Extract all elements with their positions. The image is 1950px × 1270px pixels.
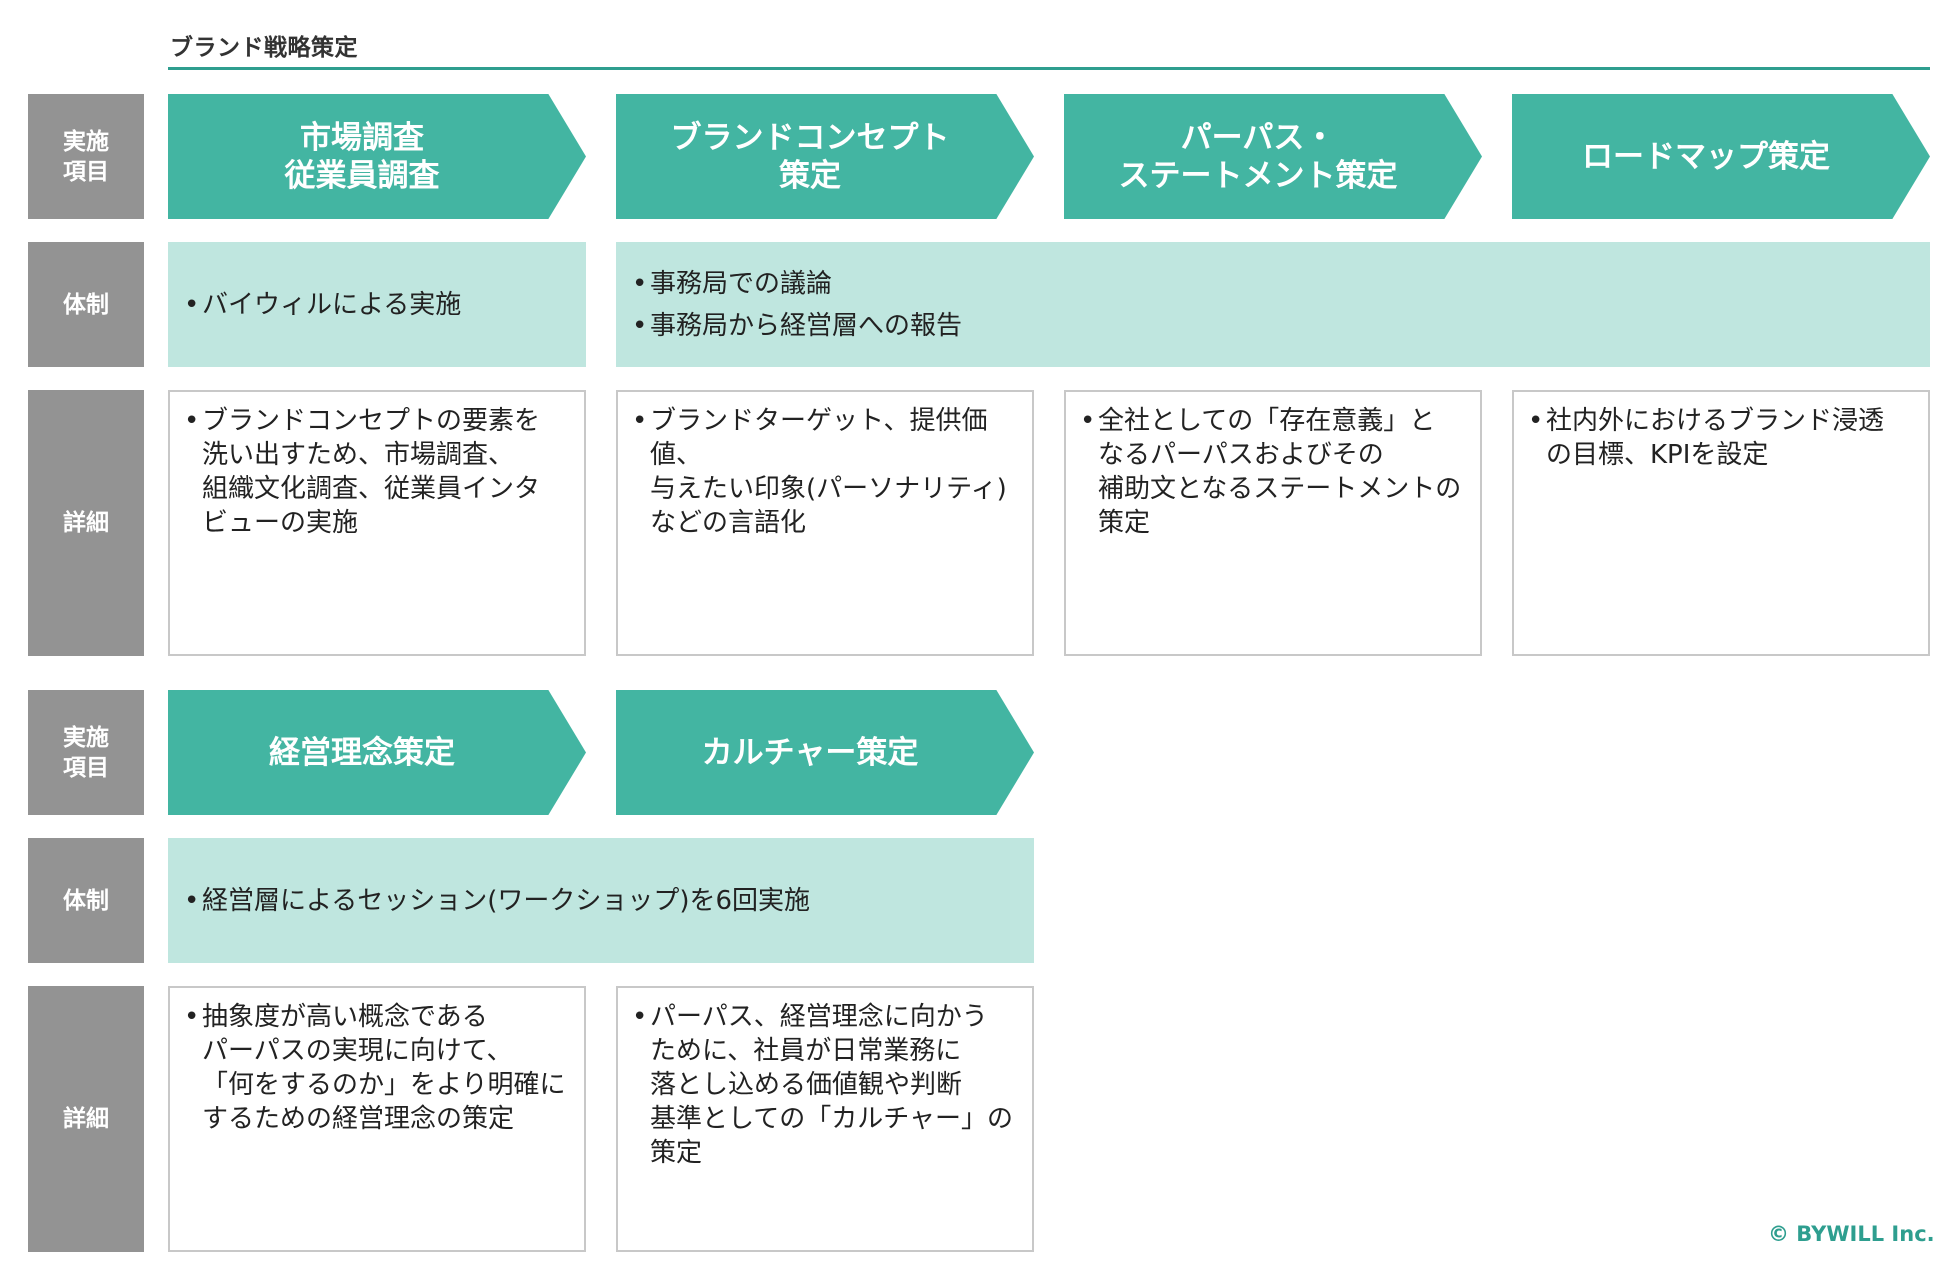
structure-text: 事務局から経営層への報告 [650, 310, 963, 341]
bullet: • [1528, 406, 1544, 436]
detail-brand-concept: • ブランドターゲット、提供価値、 与えたい印象(パーソナリティ) などの言語化 [616, 390, 1034, 656]
detail-culture: • パーパス、経営理念に向かう ために、社員が日常業務に 落とし込める価値観や判… [616, 986, 1034, 1252]
structure-band-bywill: • バイウィルによる実施 [168, 242, 586, 367]
bullet: • [632, 310, 648, 341]
step-market-research: 市場調査 従業員調査 [168, 94, 586, 219]
step-management-philosophy: 経営理念策定 [168, 690, 586, 815]
title-divider [168, 67, 1930, 70]
step-purpose-statement: パーパス・ ステートメント策定 [1064, 94, 1482, 219]
detail-text: ブランドターゲット、提供価値、 与えたい印象(パーソナリティ) などの言語化 [650, 406, 1007, 538]
step-brand-concept: ブランドコンセプト 策定 [616, 94, 1034, 219]
bullet: • [632, 268, 648, 299]
bullet: • [184, 289, 200, 320]
page-title: ブランド戦略策定 [170, 35, 358, 61]
detail-text: ブランドコンセプトの要素を 洗い出すため、市場調査、 組織文化調査、従業員インタ… [202, 406, 541, 538]
structure-text: 経営層によるセッション(ワークショップ)を6回実施 [202, 885, 811, 916]
bullet: • [184, 406, 200, 436]
detail-text: 抽象度が高い概念である パーパスの実現に向けて、 「何をするのか」をより明確に … [202, 1002, 566, 1134]
row-label-implementation: 実施 項目 [28, 94, 144, 219]
structure-text: 事務局での議論 [650, 268, 833, 299]
step-roadmap: ロードマップ策定 [1512, 94, 1930, 219]
structure-item: • 事務局での議論 [632, 263, 1930, 305]
bullet: • [184, 1002, 200, 1032]
row-label-structure: 体制 [28, 838, 144, 963]
detail-market-research: • ブランドコンセプトの要素を 洗い出すため、市場調査、 組織文化調査、従業員イ… [168, 390, 586, 656]
bullet: • [632, 1002, 648, 1032]
structure-item: • 事務局から経営層への報告 [632, 305, 1930, 347]
detail-item: • 抽象度が高い概念である パーパスの実現に向けて、 「何をするのか」をより明確… [184, 1000, 572, 1136]
detail-item: • ブランドターゲット、提供価値、 与えたい印象(パーソナリティ) などの言語化 [632, 404, 1020, 540]
detail-purpose-statement: • 全社としての「存在意義」と なるパーパスおよびその 補助文となるステートメン… [1064, 390, 1482, 656]
structure-item: • 経営層によるセッション(ワークショップ)を6回実施 [184, 880, 1034, 922]
bullet: • [184, 885, 200, 916]
step-culture: カルチャー策定 [616, 690, 1034, 815]
detail-text: 社内外におけるブランド浸透 の目標、KPIを設定 [1546, 406, 1885, 470]
copyright: © BYWILL Inc. [1768, 1222, 1935, 1246]
row-label-detail: 詳細 [28, 390, 144, 656]
detail-text: 全社としての「存在意義」と なるパーパスおよびその 補助文となるステートメントの… [1098, 406, 1462, 538]
row-label-structure: 体制 [28, 242, 144, 367]
row-label-detail: 詳細 [28, 986, 144, 1252]
detail-text: パーパス、経営理念に向かう ために、社員が日常業務に 落とし込める価値観や判断 … [650, 1002, 1013, 1168]
detail-item: • 社内外におけるブランド浸透 の目標、KPIを設定 [1528, 404, 1916, 472]
bullet: • [1080, 406, 1096, 436]
bullet: • [632, 406, 648, 436]
structure-text: バイウィルによる実施 [202, 289, 462, 320]
structure-band-management: • 経営層によるセッション(ワークショップ)を6回実施 [168, 838, 1034, 963]
structure-item: • バイウィルによる実施 [184, 284, 586, 326]
structure-band-secretariat: • 事務局での議論 • 事務局から経営層への報告 [616, 242, 1930, 367]
row-label-implementation: 実施 項目 [28, 690, 144, 815]
detail-roadmap: • 社内外におけるブランド浸透 の目標、KPIを設定 [1512, 390, 1930, 656]
detail-item: • ブランドコンセプトの要素を 洗い出すため、市場調査、 組織文化調査、従業員イ… [184, 404, 572, 540]
detail-management-philosophy: • 抽象度が高い概念である パーパスの実現に向けて、 「何をするのか」をより明確… [168, 986, 586, 1252]
detail-item: • 全社としての「存在意義」と なるパーパスおよびその 補助文となるステートメン… [1080, 404, 1468, 540]
detail-item: • パーパス、経営理念に向かう ために、社員が日常業務に 落とし込める価値観や判… [632, 1000, 1020, 1170]
